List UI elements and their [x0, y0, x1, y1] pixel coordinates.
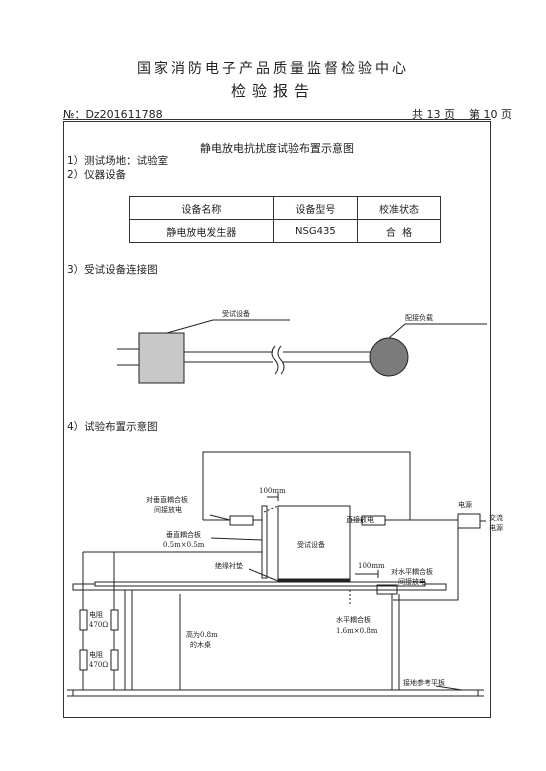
- vcp-generator: [229, 515, 254, 526]
- table-cell: 静电放电发生器: [129, 219, 274, 243]
- eut-box: [138, 332, 185, 384]
- hcp-generator: [376, 584, 398, 595]
- col-header: 设备名称: [129, 196, 274, 220]
- load-label: 配接负载: [405, 313, 433, 322]
- equipment-table: 设备名称 设备型号 校准状态 静电放电发生器 NSG435 合 格: [129, 196, 441, 243]
- vcp-size-label: 0.5m×0.5m: [163, 541, 205, 549]
- distance-100mm-label-2: 100mm: [358, 562, 385, 570]
- content-frame: [63, 121, 491, 718]
- eut-label: 受试设备: [297, 540, 325, 549]
- ground-plane-label: 接地参考平板: [403, 678, 445, 687]
- hcp-label: 水平耦合板: [336, 615, 371, 624]
- hcp-indirect-label: 对水平耦合板: [391, 567, 433, 576]
- hcp-indirect-label-2: 间接放电: [398, 577, 426, 586]
- ac-label-2: 电源: [489, 523, 503, 532]
- org-name: 国家消防电子产品质量监督检验中心: [137, 61, 409, 77]
- item-instruments: 2）仪器设备: [67, 169, 127, 181]
- eut-label: 受试设备: [222, 309, 250, 318]
- table-material-label: 的木桌: [190, 640, 211, 649]
- distance-100mm-label: 100mm: [259, 487, 286, 495]
- header-rule: [63, 119, 491, 120]
- insulation-label: 绝缘衬垫: [215, 561, 243, 570]
- item-layout: 4）试验布置示意图: [67, 421, 158, 433]
- item-test-site: 1）测试场地：试验室: [67, 155, 169, 167]
- report-number: №：Dz201611788: [63, 108, 163, 121]
- section-title: 静电放电抗扰度试验布置示意图: [200, 142, 354, 155]
- power-source-label: 电源: [458, 500, 472, 509]
- resistor-value-label-2: 470Ω: [89, 661, 108, 669]
- table-height-label: 高为0.8m: [186, 630, 218, 639]
- table-cell: NSG435: [272, 219, 359, 243]
- vcp-label: 垂直耦合板: [166, 530, 201, 539]
- table-row: 静电放电发生器 NSG435 合 格: [129, 219, 441, 243]
- page-info: 共 13 页 第 10 页: [412, 108, 512, 121]
- ac-label: 交流: [489, 513, 503, 522]
- hcp-size-label: 1.6m×0.8m: [336, 627, 378, 635]
- resistor-label: 电阻: [89, 610, 103, 619]
- table-cell: 合 格: [357, 219, 441, 243]
- horizontal-coupling-plane: [94, 581, 426, 587]
- doc-type: 检验报告: [230, 82, 315, 100]
- resistor-value-label: 470Ω: [89, 621, 108, 629]
- vcp-indirect-label: 对垂直耦合板: [146, 495, 188, 504]
- item-connection: 3）受试设备连接图: [67, 264, 158, 276]
- direct-discharge-label: 直接放电: [346, 515, 374, 524]
- resistor-label-2: 电阻: [89, 650, 103, 659]
- vertical-coupling-plane: [261, 505, 268, 579]
- power-source-box: [457, 513, 481, 529]
- vcp-indirect-label-2: 间接放电: [154, 505, 182, 514]
